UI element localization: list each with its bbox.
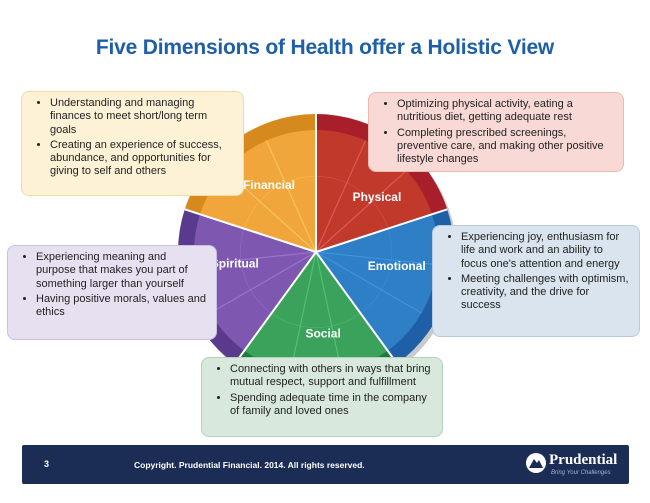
social-segment [244, 252, 388, 375]
physical-description-box: Optimizing physical activity, eating a n… [368, 92, 624, 172]
rock-icon [526, 453, 546, 473]
copyright-notice: Copyright. Prudential Financial. 2014. A… [134, 460, 365, 470]
dimension-divider [315, 208, 448, 253]
physical-bullet-2: Completing prescribed screenings, preven… [397, 127, 615, 167]
dimension-divider [234, 251, 317, 365]
dimension-divider [184, 208, 317, 253]
financial-spoke [265, 140, 317, 253]
social-bullet-2: Spending adequate time in the company of… [230, 392, 434, 419]
social-spoke [315, 251, 342, 372]
slide-title: Five Dimensions of Health offer a Holist… [95, 36, 555, 59]
physical-label: Physical [353, 190, 402, 204]
emotional-label: Emotional [368, 259, 426, 273]
emotional-description-box: Experiencing joy, enthusiasm for life an… [432, 225, 640, 337]
dimension-divider [315, 251, 398, 365]
emotional-bullet-2: Meeting challenges with optimism, creati… [461, 273, 631, 313]
spiritual-segment [193, 214, 316, 351]
brand-name: Prudential [549, 452, 618, 468]
social-bullet-1: Connecting with others in ways that brin… [230, 363, 434, 390]
financial-inner-arc [243, 175, 317, 253]
social-label: Social [305, 327, 340, 341]
spiritual-label: Spiritual [211, 256, 259, 270]
financial-bullet-1: Understanding and managing finances to m… [50, 97, 235, 137]
page-number: 3 [44, 459, 50, 469]
physical-spoke [315, 140, 367, 253]
physical-inner-arc [315, 175, 389, 253]
physical-segment [316, 130, 433, 252]
spiritual-description-box: Experiencing meaning and purpose that ma… [7, 245, 217, 340]
financial-description-box: Understanding and managing finances to m… [21, 91, 244, 196]
prudential-logo: Prudential Bring Your Challenges [525, 450, 619, 480]
footer-bar: 3 Copyright. Prudential Financial. 2014.… [22, 445, 629, 484]
emotional-spoke [315, 251, 438, 266]
social-inner-arc [270, 251, 362, 329]
financial-label: Financial [243, 178, 295, 192]
physical-bullet-1: Optimizing physical activity, eating a n… [397, 98, 615, 125]
financial-segment [199, 130, 316, 252]
spiritual-bullet-1: Experiencing meaning and purpose that ma… [36, 251, 208, 291]
spiritual-bullet-2: Having positive morals, values and ethic… [36, 293, 208, 320]
emotional-bullet-1: Experiencing joy, enthusiasm for life an… [461, 231, 631, 271]
emotional-inner-arc [315, 228, 392, 314]
brand-tagline: Bring Your Challenges [551, 470, 611, 476]
social-spoke [290, 251, 317, 372]
social-description-box: Connecting with others in ways that brin… [201, 357, 443, 437]
emotional-segment [316, 214, 439, 351]
spiritual-spoke [210, 251, 317, 314]
physical-spoke [315, 169, 408, 253]
financial-bullet-2: Creating an experience of success, abund… [50, 139, 235, 179]
emotional-spoke [315, 251, 422, 314]
spiritual-inner-arc [240, 228, 317, 314]
